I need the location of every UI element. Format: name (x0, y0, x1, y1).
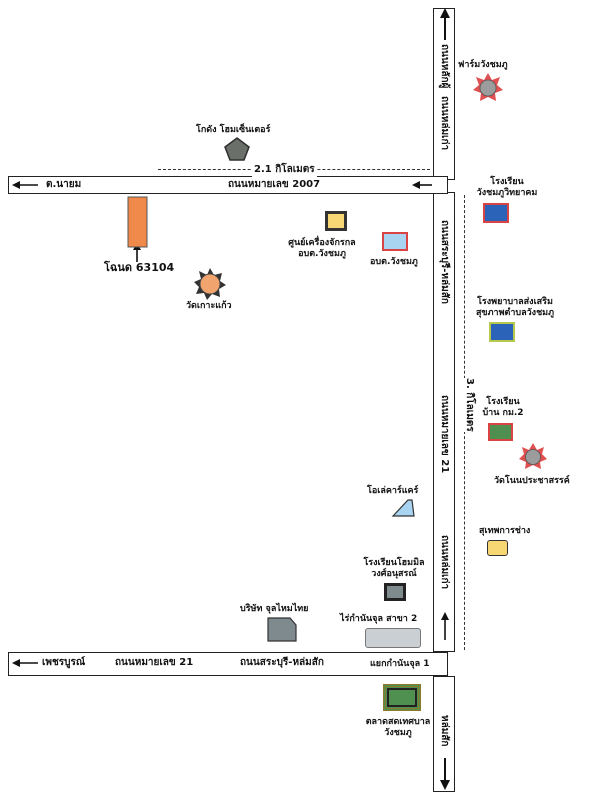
wat-kokaew-label: วัดเกาะแก้ว (186, 301, 232, 311)
deed-plot (127, 196, 148, 248)
wat-nonprachasan-label: วัดโนนประชาสรรค์ (494, 476, 570, 486)
dest-west-top-label: ต.นายม (46, 179, 82, 190)
arrow-west-top-icon (12, 181, 38, 189)
vertical-label-south: หล่มสัก (439, 715, 450, 747)
school-wangchomphu-label: โรงเรียน วังชมภูวิทยาคม (476, 177, 538, 198)
arrow-south-icon (440, 758, 450, 790)
distance-label-top: 2.1 กิโลเมตร (252, 162, 317, 177)
vertical-label-mid2: ถนนหมายเลข 21 (439, 395, 450, 474)
school-wangchomphu-marker (483, 203, 509, 223)
obt-marker (382, 232, 408, 251)
arrow-west-bottom-icon (12, 659, 38, 667)
autocare-label: โอเล่คาร์แคร์ (367, 486, 419, 496)
road-2007-label: ถนนหมายเลข 2007 (228, 179, 321, 190)
road-21-label: ถนนหมายเลข 21 (115, 657, 194, 668)
dest-west-bottom-label: เพชรบูรณ์ (42, 657, 86, 668)
mobile-school-label: โรงเรียนโฮมมิล วงศ์อนุสรณ์ (363, 558, 425, 579)
jumai-company-shape-icon (267, 617, 297, 642)
mobile-school-marker (384, 583, 406, 601)
vertical-label-mid1: ถนนสระบุรี-หล่มสัก (439, 220, 450, 304)
machinery-center-marker (325, 211, 347, 231)
arrow-north-icon (440, 8, 450, 40)
rai-kamnanjul-marker (365, 628, 421, 648)
vertical-road-south (433, 676, 455, 792)
road-2007 (8, 176, 448, 194)
warehouse-pentagon-icon (224, 137, 250, 161)
road-21-name-label: ถนนสระบุรี-หล่มสัก (240, 657, 324, 668)
distance-label-right: 3. กิโลเมตร (462, 378, 477, 432)
rai-kamnanjul-label: ไร่กำนันจุล สาขา 2 (340, 614, 418, 624)
vertical-label-north2: ถนนหล่มเก่า (439, 96, 450, 151)
arrow-up-junction-icon (441, 612, 449, 640)
deed-label: โฉนด 63104 (104, 261, 175, 274)
market-marker (383, 684, 421, 711)
junction-label: แยกกำนันจุล 1 (370, 659, 430, 669)
obt-label: อบต.วังชมภู (370, 257, 418, 267)
road-21 (8, 652, 448, 676)
suphet-shop-label: สุเทพการช่าง (479, 526, 531, 536)
warehouse-label: โกดัง โฮมเซ็นเตอร์ (196, 125, 271, 135)
vertical-label-north: ถนนหลักผู้ (439, 44, 450, 89)
farm-star-icon (473, 73, 503, 101)
arrow-east-top-icon (412, 181, 432, 189)
school-km2-label: โรงเรียน บ้าน กม.2 (482, 397, 524, 418)
hospital-label: โรงพยาบาลส่งเสริม สุขภาพตำบลวังชมภู (475, 297, 555, 318)
market-label: ตลาดสดเทศบาล วังชมภู (365, 717, 431, 738)
hospital-marker (489, 322, 515, 342)
suphet-shop-marker (487, 540, 508, 556)
wat-nonprachasan-star-icon (519, 443, 547, 469)
farm-label: ฟาร์มวังชมภู (458, 60, 508, 70)
autocare-trapezoid-icon (391, 499, 415, 517)
machinery-center-label: ศูนย์เครื่องจักรกล อบต.วังชมภู (288, 238, 356, 259)
school-km2-marker (488, 423, 513, 441)
jumai-company-label: บริษัท จุลไหมไทย (240, 604, 309, 614)
vertical-label-lower: ถนนหล่มเก่า (439, 535, 450, 590)
wat-kokaew-sun-icon (194, 268, 226, 300)
